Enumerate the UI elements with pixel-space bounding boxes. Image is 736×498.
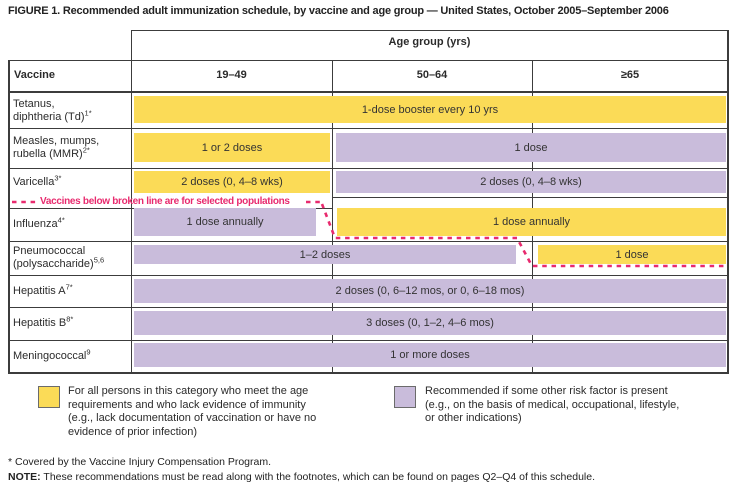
footnote-superscript: 3* bbox=[54, 173, 62, 183]
grid-line bbox=[8, 168, 728, 169]
vaccine-label-hepatitis-a: Hepatitis A7* bbox=[13, 275, 130, 307]
vaccine-label-varicella: Varicella3* bbox=[13, 168, 130, 197]
footnote-superscript: 2* bbox=[82, 145, 90, 155]
bar-meningococcal-all-ages: 1 or more doses bbox=[134, 343, 726, 367]
footnote-superscript: 1* bbox=[84, 107, 92, 117]
bar-mmr-19-49: 1 or 2 doses bbox=[134, 133, 330, 162]
footnote-superscript: 8* bbox=[66, 314, 74, 324]
grid-line bbox=[727, 30, 729, 374]
bar-varicella-50plus: 2 doses (0, 4–8 wks) bbox=[336, 171, 726, 193]
column-header-50-64: 50–64 bbox=[416, 69, 448, 81]
grid-line bbox=[8, 60, 728, 61]
figure-title: FIGURE 1. Recommended adult immunization… bbox=[8, 5, 669, 17]
bar-influenza-50plus: 1 dose annually bbox=[337, 208, 726, 236]
grid-line bbox=[8, 128, 728, 129]
bar-hepatitis-a-all-ages: 2 doses (0, 6–12 mos, or 0, 6–18 mos) bbox=[134, 279, 726, 303]
broken-line-note: Vaccines below broken line are for selec… bbox=[40, 196, 290, 207]
label-text: Pneumococcal (polysaccharide) bbox=[13, 245, 94, 270]
bar-influenza-19-49: 1 dose annually bbox=[134, 208, 316, 236]
bar-varicella-19-49: 2 doses (0, 4–8 wks) bbox=[134, 171, 330, 193]
note-label: NOTE: bbox=[8, 471, 41, 483]
label-text: Varicella bbox=[13, 176, 55, 188]
footnote-superscript: 5,6 bbox=[93, 255, 105, 265]
vaccine-label-pneumococcal: Pneumococcal (polysaccharide)5,6 bbox=[13, 241, 130, 275]
label-text: Hepatitis B bbox=[13, 317, 67, 329]
bar-pneumococcal-19-64: 1–2 doses bbox=[134, 245, 516, 264]
footnote-asterisk: * Covered by the Vaccine Injury Compensa… bbox=[8, 456, 272, 468]
age-group-header: Age group (yrs) bbox=[388, 36, 471, 48]
label-text: Tetanus, diphtheria (Td) bbox=[13, 97, 85, 123]
vaccine-label-hepatitis-b: Hepatitis B8* bbox=[13, 307, 130, 340]
grid-line bbox=[131, 30, 728, 31]
grid-line bbox=[131, 30, 132, 374]
grid-line bbox=[8, 307, 728, 308]
label-text: Influenza bbox=[13, 218, 58, 230]
legend-label-risk-factor: Recommended if some other risk factor is… bbox=[425, 385, 680, 425]
column-header-65plus: ≥65 bbox=[620, 69, 640, 81]
label-text: Measles, mumps, rubella (MMR) bbox=[13, 135, 100, 160]
footnote-superscript: 7* bbox=[65, 281, 73, 291]
bar-mmr-50plus: 1 dose bbox=[336, 133, 726, 162]
bar-td-all-ages: 1-dose booster every 10 yrs bbox=[134, 96, 726, 123]
legend-label-all-persons: For all persons in this category who mee… bbox=[68, 385, 317, 438]
vaccine-label-influenza: Influenza4* bbox=[13, 208, 130, 241]
vaccine-label-tetanus: Tetanus, diphtheria (Td)1* bbox=[13, 93, 130, 128]
grid-line bbox=[8, 275, 728, 276]
grid-line bbox=[332, 197, 728, 198]
footnote-superscript: 9 bbox=[86, 346, 91, 356]
bar-pneumococcal-65plus: 1 dose bbox=[538, 245, 726, 264]
bar-hepatitis-b-all-ages: 3 doses (0, 1–2, 4–6 mos) bbox=[134, 311, 726, 335]
grid-line bbox=[8, 372, 729, 374]
note-text: These recommendations must be read along… bbox=[43, 471, 595, 483]
vaccine-label-meningococcal: Meningococcal9 bbox=[13, 340, 130, 372]
vaccine-column-header: Vaccine bbox=[14, 69, 55, 81]
legend-swatch-risk-factor bbox=[394, 386, 416, 408]
label-text: Hepatitis A bbox=[13, 284, 66, 297]
column-header-19-49: 19–49 bbox=[216, 69, 247, 81]
vaccine-label-mmr: Measles, mumps, rubella (MMR)2* bbox=[13, 128, 130, 168]
footnote-superscript: 4* bbox=[57, 215, 65, 225]
grid-line bbox=[8, 60, 10, 374]
label-text: Meningococcal bbox=[13, 349, 87, 362]
legend-swatch-all-persons bbox=[38, 386, 60, 408]
footnote-note: NOTE: These recommendations must be read… bbox=[8, 471, 595, 483]
grid-line bbox=[8, 340, 728, 341]
grid-line bbox=[8, 91, 729, 93]
